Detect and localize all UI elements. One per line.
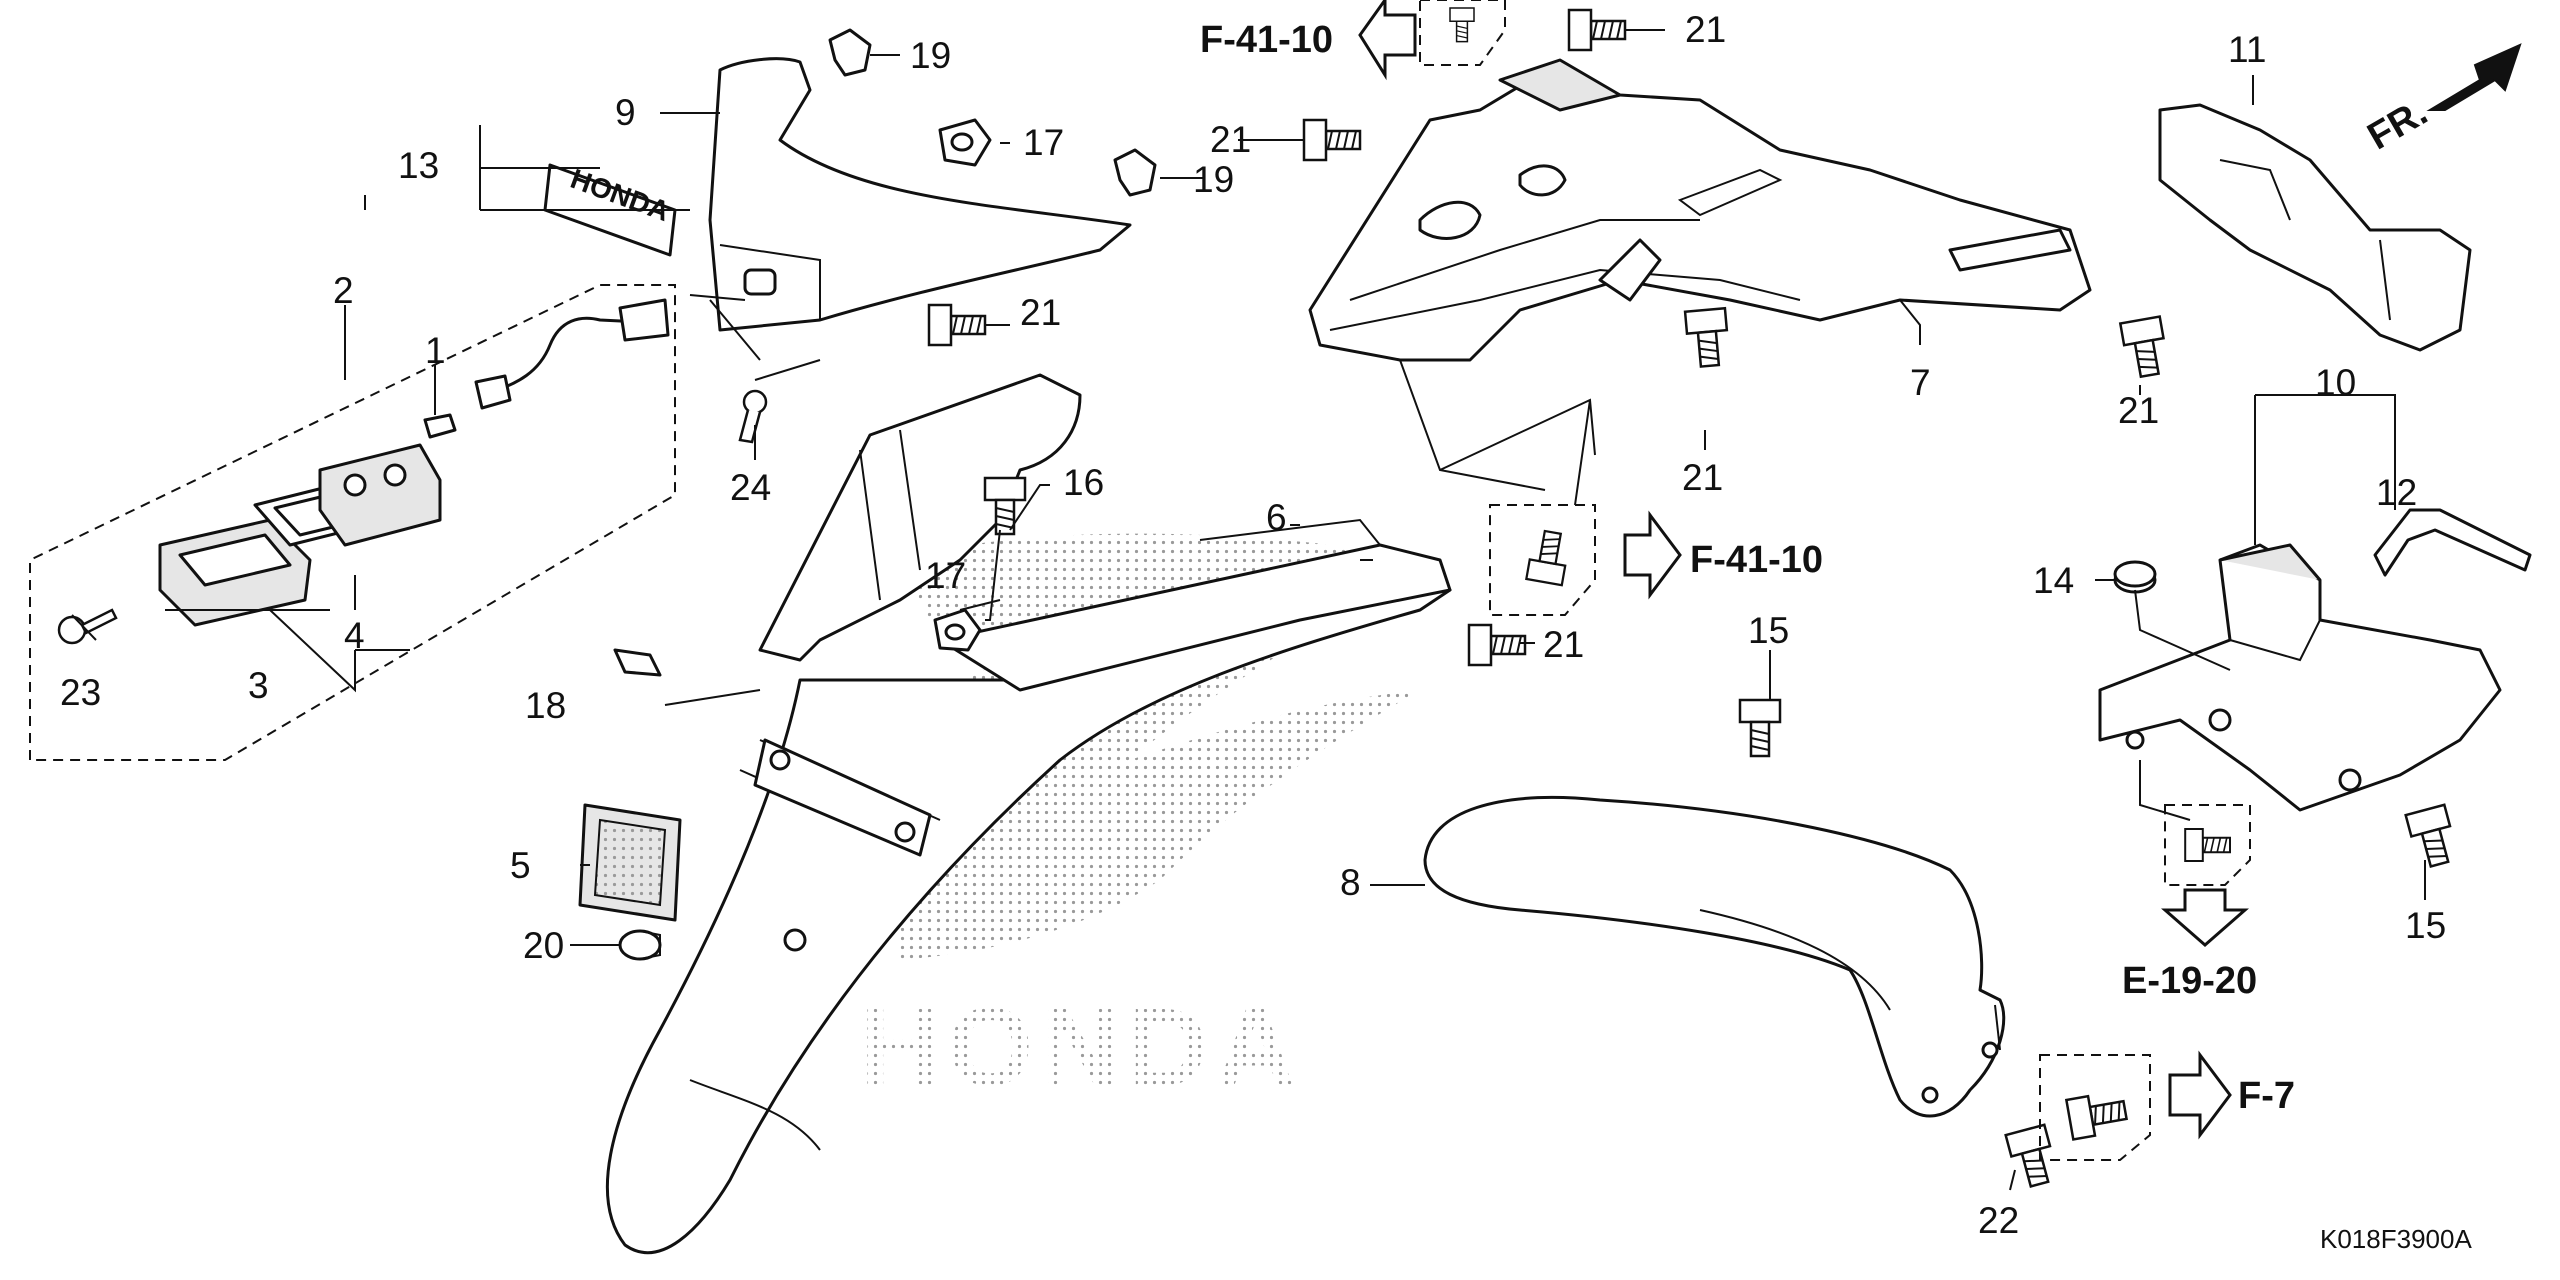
fender-logo-text: HONDA (860, 986, 1303, 1109)
callout-numbers: 1 2 3 4 5 6 7 8 9 10 11 12 13 14 15 15 1… (60, 9, 2446, 1241)
ref-f41-mid: F-41-10 (1690, 539, 1823, 581)
callout-21-d: 21 (1543, 624, 1584, 665)
callout-21-c: 21 (1020, 292, 1061, 333)
callout-10: 10 (2315, 362, 2356, 403)
bolt-box-bottom (2039, 1054, 2151, 1161)
bolt-15-a (1738, 698, 1782, 758)
nut-17-a (938, 118, 992, 167)
reference-labels: F-41-10 F-41-10 E-19-20 F-7 FR. K018F390… (1200, 19, 2472, 1254)
callout-20: 20 (523, 925, 564, 966)
callout-17-a: 17 (1023, 122, 1064, 163)
nut-20 (618, 929, 662, 961)
bolt-box-mid (1489, 504, 1596, 616)
reflector-5 (578, 803, 682, 922)
license-bracket (753, 738, 932, 857)
screw-24 (738, 389, 768, 444)
bracket-assembly (2098, 543, 2502, 812)
splash-cover (2158, 103, 2472, 352)
arrow-f7 (2168, 1050, 2232, 1140)
callout-22: 22 (1978, 1200, 2019, 1241)
diagram-code: K018F3900A (2320, 1224, 2472, 1254)
direction-label: FR. (2361, 91, 2435, 158)
arrow-e19 (2161, 888, 2249, 947)
callout-23: 23 (60, 672, 101, 713)
callout-21-b: 21 (1210, 119, 1251, 160)
callout-13: 13 (398, 145, 439, 186)
nut-17-b (933, 608, 982, 652)
callout-4: 4 (344, 615, 365, 656)
bolt-15-b (2404, 803, 2461, 871)
callout-21-e: 21 (1682, 457, 1723, 498)
callout-5: 5 (510, 845, 531, 886)
callout-18: 18 (525, 685, 566, 726)
callout-24: 24 (730, 467, 771, 508)
bolt-21-d (1467, 623, 1527, 667)
callout-3: 3 (248, 665, 269, 706)
bolt-box-right (2164, 804, 2251, 886)
ref-e19: E-19-20 (2122, 960, 2257, 1002)
callout-15-a: 15 (1748, 610, 1789, 651)
arrow-front (2426, 43, 2522, 111)
screw-23 (57, 608, 118, 645)
arrow-f41-top (1358, 0, 1417, 81)
clip-19-a (828, 28, 872, 77)
rear-splash-guard (1423, 796, 2006, 1118)
bolt-21-e (1683, 307, 1732, 369)
grommet-14 (2113, 560, 2157, 594)
bolt-box-top (1419, 0, 1506, 66)
leader-lines (71, 29, 2426, 1191)
callout-2: 2 (333, 270, 354, 311)
callout-12: 12 (2376, 472, 2417, 513)
callout-6: 6 (1266, 497, 1287, 538)
callout-19-a: 19 (910, 35, 951, 76)
clip-19-b (1113, 148, 1157, 197)
callout-14: 14 (2033, 560, 2074, 601)
callout-21-f: 21 (2118, 390, 2159, 431)
tail-light-assembly (29, 284, 676, 761)
callout-15-b: 15 (2405, 905, 2446, 946)
ref-f41-top: F-41-10 (1200, 19, 1333, 61)
bolt-21-a (1567, 8, 1627, 52)
honda-emblem: HONDA (543, 163, 677, 257)
callout-1: 1 (425, 330, 446, 371)
arrow-f41-mid (1623, 510, 1682, 600)
callout-11: 11 (2228, 29, 2266, 70)
callout-9: 9 (615, 92, 636, 133)
callout-16: 16 (1063, 462, 1104, 503)
callout-17-b: 17 (925, 555, 966, 596)
bolt-21-b (1302, 118, 1362, 162)
rear-fender (606, 373, 1452, 1255)
rubber-band-12 (2373, 508, 2532, 577)
bolt-22 (2004, 1123, 2061, 1191)
ref-f7: F-7 (2238, 1075, 2295, 1117)
rear-center-cover (708, 57, 1132, 332)
callout-7: 7 (1910, 362, 1931, 403)
callout-21-a: 21 (1685, 9, 1726, 50)
bolt-21-c (927, 303, 987, 347)
clip-18 (613, 648, 662, 677)
inner-rear-fender (1308, 58, 2092, 362)
callout-19-b: 19 (1193, 159, 1234, 200)
callout-8: 8 (1340, 862, 1361, 903)
bolt-21-f (2119, 315, 2171, 380)
